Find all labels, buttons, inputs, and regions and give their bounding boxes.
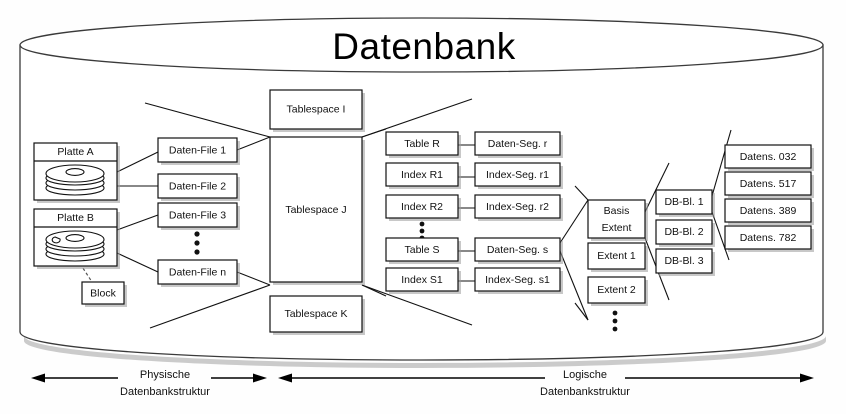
block-pointer-line [61, 235, 93, 283]
extent-label-line1: Basis [604, 205, 630, 217]
object-row-index-r1[interactable]: Index R1 Index-Seg. r1 [385, 162, 563, 189]
caption-logical-line1: Logische [563, 369, 607, 381]
disk-label: Platte A [57, 146, 93, 158]
record-label: Datens. 782 [740, 232, 797, 244]
disk-sector-marker [51, 236, 61, 244]
disk-platter-icon [45, 230, 105, 262]
record-label: Datens. 389 [740, 205, 797, 217]
object-label: Index S1 [401, 274, 443, 286]
data-file-3[interactable]: Daten-File 3 [157, 202, 240, 230]
record-389[interactable]: Datens. 389 [724, 198, 814, 225]
extent-2[interactable]: Extent 2 [587, 276, 648, 306]
tablespace-i[interactable]: Tablespace I [269, 89, 365, 132]
segment-label: Daten-Seg. r [488, 138, 548, 150]
segment-to-extent-connectors [559, 185, 589, 321]
arrow-head-right [800, 373, 814, 383]
block-box[interactable]: Block [81, 281, 127, 307]
block-label: Block [90, 287, 116, 299]
disk-platter-icon [45, 164, 105, 196]
cylinder-shadow [24, 336, 826, 368]
arrow-head-left [278, 373, 292, 383]
record-782[interactable]: Datens. 782 [724, 225, 814, 252]
object-row-table-s[interactable]: Table S Daten-Seg. s [385, 237, 563, 264]
record-517[interactable]: Datens. 517 [724, 171, 814, 198]
arrow-head-left [31, 373, 45, 383]
record-label: Datens. 517 [740, 178, 797, 190]
data-file-2[interactable]: Daten-File 2 [157, 173, 240, 201]
db-block-label: DB-Bl. 3 [664, 255, 703, 267]
data-file-1[interactable]: Daten-File 1 [157, 137, 240, 165]
arrow-head-right [253, 373, 267, 383]
db-block-1[interactable]: DB-Bl. 1 [655, 189, 715, 217]
object-row-index-r2[interactable]: Index R2 Index-Seg. r2 [385, 194, 563, 221]
object-row-index-s1[interactable]: Index S1 Index-Seg. s1 [385, 267, 563, 294]
disk-to-file-connectors [116, 151, 159, 273]
tablespace-j[interactable]: Tablespace J [269, 136, 365, 285]
logical-structure-arrow: Logische Datenbankstruktur [278, 369, 814, 398]
caption-physical-line2: Datenbankstruktur [120, 386, 210, 398]
data-file-n[interactable]: Daten-File n [157, 259, 240, 287]
object-label: Table R [404, 138, 440, 150]
tablespace-label: Tablespace K [284, 308, 347, 320]
segment-label: Daten-Seg. s [487, 244, 548, 256]
object-row-table-r[interactable]: Table R Daten-Seg. r [385, 131, 563, 158]
data-file-ellipsis-icon [194, 231, 200, 255]
segment-label: Index-Seg. r2 [486, 201, 549, 213]
disk-label: Platte B [57, 212, 94, 224]
db-block-label: DB-Bl. 1 [664, 196, 703, 208]
disk-platte-b[interactable]: Platte B [33, 208, 120, 269]
record-label: Datens. 032 [740, 151, 797, 163]
object-label: Index R2 [401, 201, 443, 213]
data-file-label: Daten-File 2 [169, 180, 226, 192]
extent-basis[interactable]: Basis Extent [587, 199, 648, 241]
caption-physical-line1: Physische [140, 369, 190, 381]
caption-logical-line2: Datenbankstruktur [540, 386, 630, 398]
extent-label-line2: Extent [602, 222, 632, 234]
extent-label: Extent 1 [597, 250, 636, 262]
db-block-2[interactable]: DB-Bl. 2 [655, 219, 715, 247]
db-block-label: DB-Bl. 2 [664, 226, 703, 238]
data-file-label: Daten-File 1 [169, 144, 226, 156]
segment-label: Index-Seg. r1 [486, 169, 549, 181]
tablespace-label: Tablespace I [287, 103, 346, 115]
tablespace-to-object-connectors [361, 98, 473, 326]
dbblock-to-record-connectors [711, 129, 732, 261]
extent-label: Extent 2 [597, 284, 636, 296]
extent-1[interactable]: Extent 1 [587, 242, 648, 272]
tablespace-label: Tablespace J [285, 204, 346, 216]
object-label: Index R1 [401, 169, 443, 181]
segment-label: Index-Seg. s1 [485, 274, 550, 286]
disk-platte-a[interactable]: Platte A [33, 142, 120, 203]
page-title: Datenbank [332, 26, 515, 67]
physical-structure-arrow: Physische Datenbankstruktur [31, 369, 267, 398]
extent-ellipsis-icon [612, 310, 618, 332]
object-label: Table S [404, 244, 439, 256]
data-file-label: Daten-File 3 [169, 209, 226, 221]
db-block-3[interactable]: DB-Bl. 3 [655, 248, 715, 276]
record-032[interactable]: Datens. 032 [724, 144, 814, 171]
data-file-label: Daten-File n [169, 266, 226, 278]
tablespace-k[interactable]: Tablespace K [269, 295, 365, 335]
file-to-tablespace-connectors [144, 102, 271, 329]
